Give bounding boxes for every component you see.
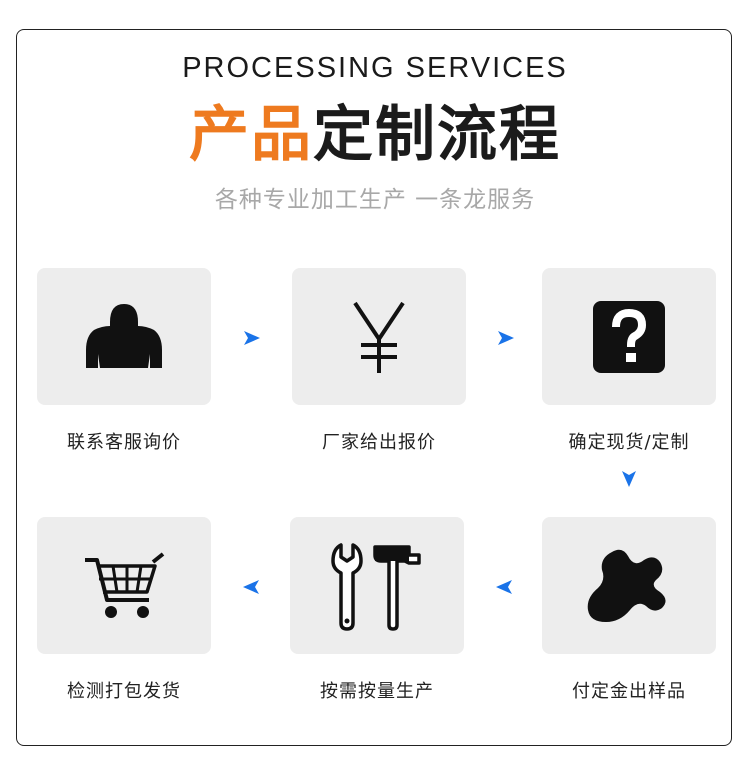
step-card-production — [290, 517, 464, 654]
wrench-hammer-icon — [331, 541, 423, 631]
eyebrow-heading: PROCESSING SERVICES — [182, 52, 568, 84]
step-label-confirm: 确定现货/定制 — [568, 432, 690, 453]
step-label-sample: 付定金出样品 — [572, 681, 686, 702]
step-card-shipping — [37, 517, 211, 654]
title-main: 定制流程 — [313, 100, 561, 170]
step-label-contact: 联系客服询价 — [67, 432, 181, 453]
step-card-contact — [37, 268, 211, 405]
yen-icon — [349, 297, 409, 377]
step-card-quote — [292, 268, 466, 405]
arrow-left-icon — [243, 580, 259, 594]
step-label-shipping: 检测打包发货 — [67, 681, 181, 702]
shopping-cart-icon — [83, 550, 165, 622]
arrow-left-icon — [496, 580, 512, 594]
step-label-production: 按需按量生产 — [320, 681, 434, 702]
step-label-quote: 厂家给出报价 — [322, 432, 436, 453]
content-frame — [16, 29, 732, 746]
step-card-confirm — [542, 268, 716, 405]
page-subtitle: 各种专业加工生产 一条龙服务 — [214, 187, 536, 213]
arrow-down-icon — [622, 471, 636, 487]
arrow-right-icon — [244, 331, 260, 345]
customer-service-person-icon — [84, 302, 164, 372]
sample-blob-icon — [584, 546, 674, 626]
arrow-right-icon — [498, 331, 514, 345]
title-accent: 产品 — [189, 100, 313, 170]
question-mark-icon — [593, 300, 665, 373]
page-title: 产品定制流程 — [0, 100, 750, 170]
step-card-sample — [542, 517, 716, 654]
